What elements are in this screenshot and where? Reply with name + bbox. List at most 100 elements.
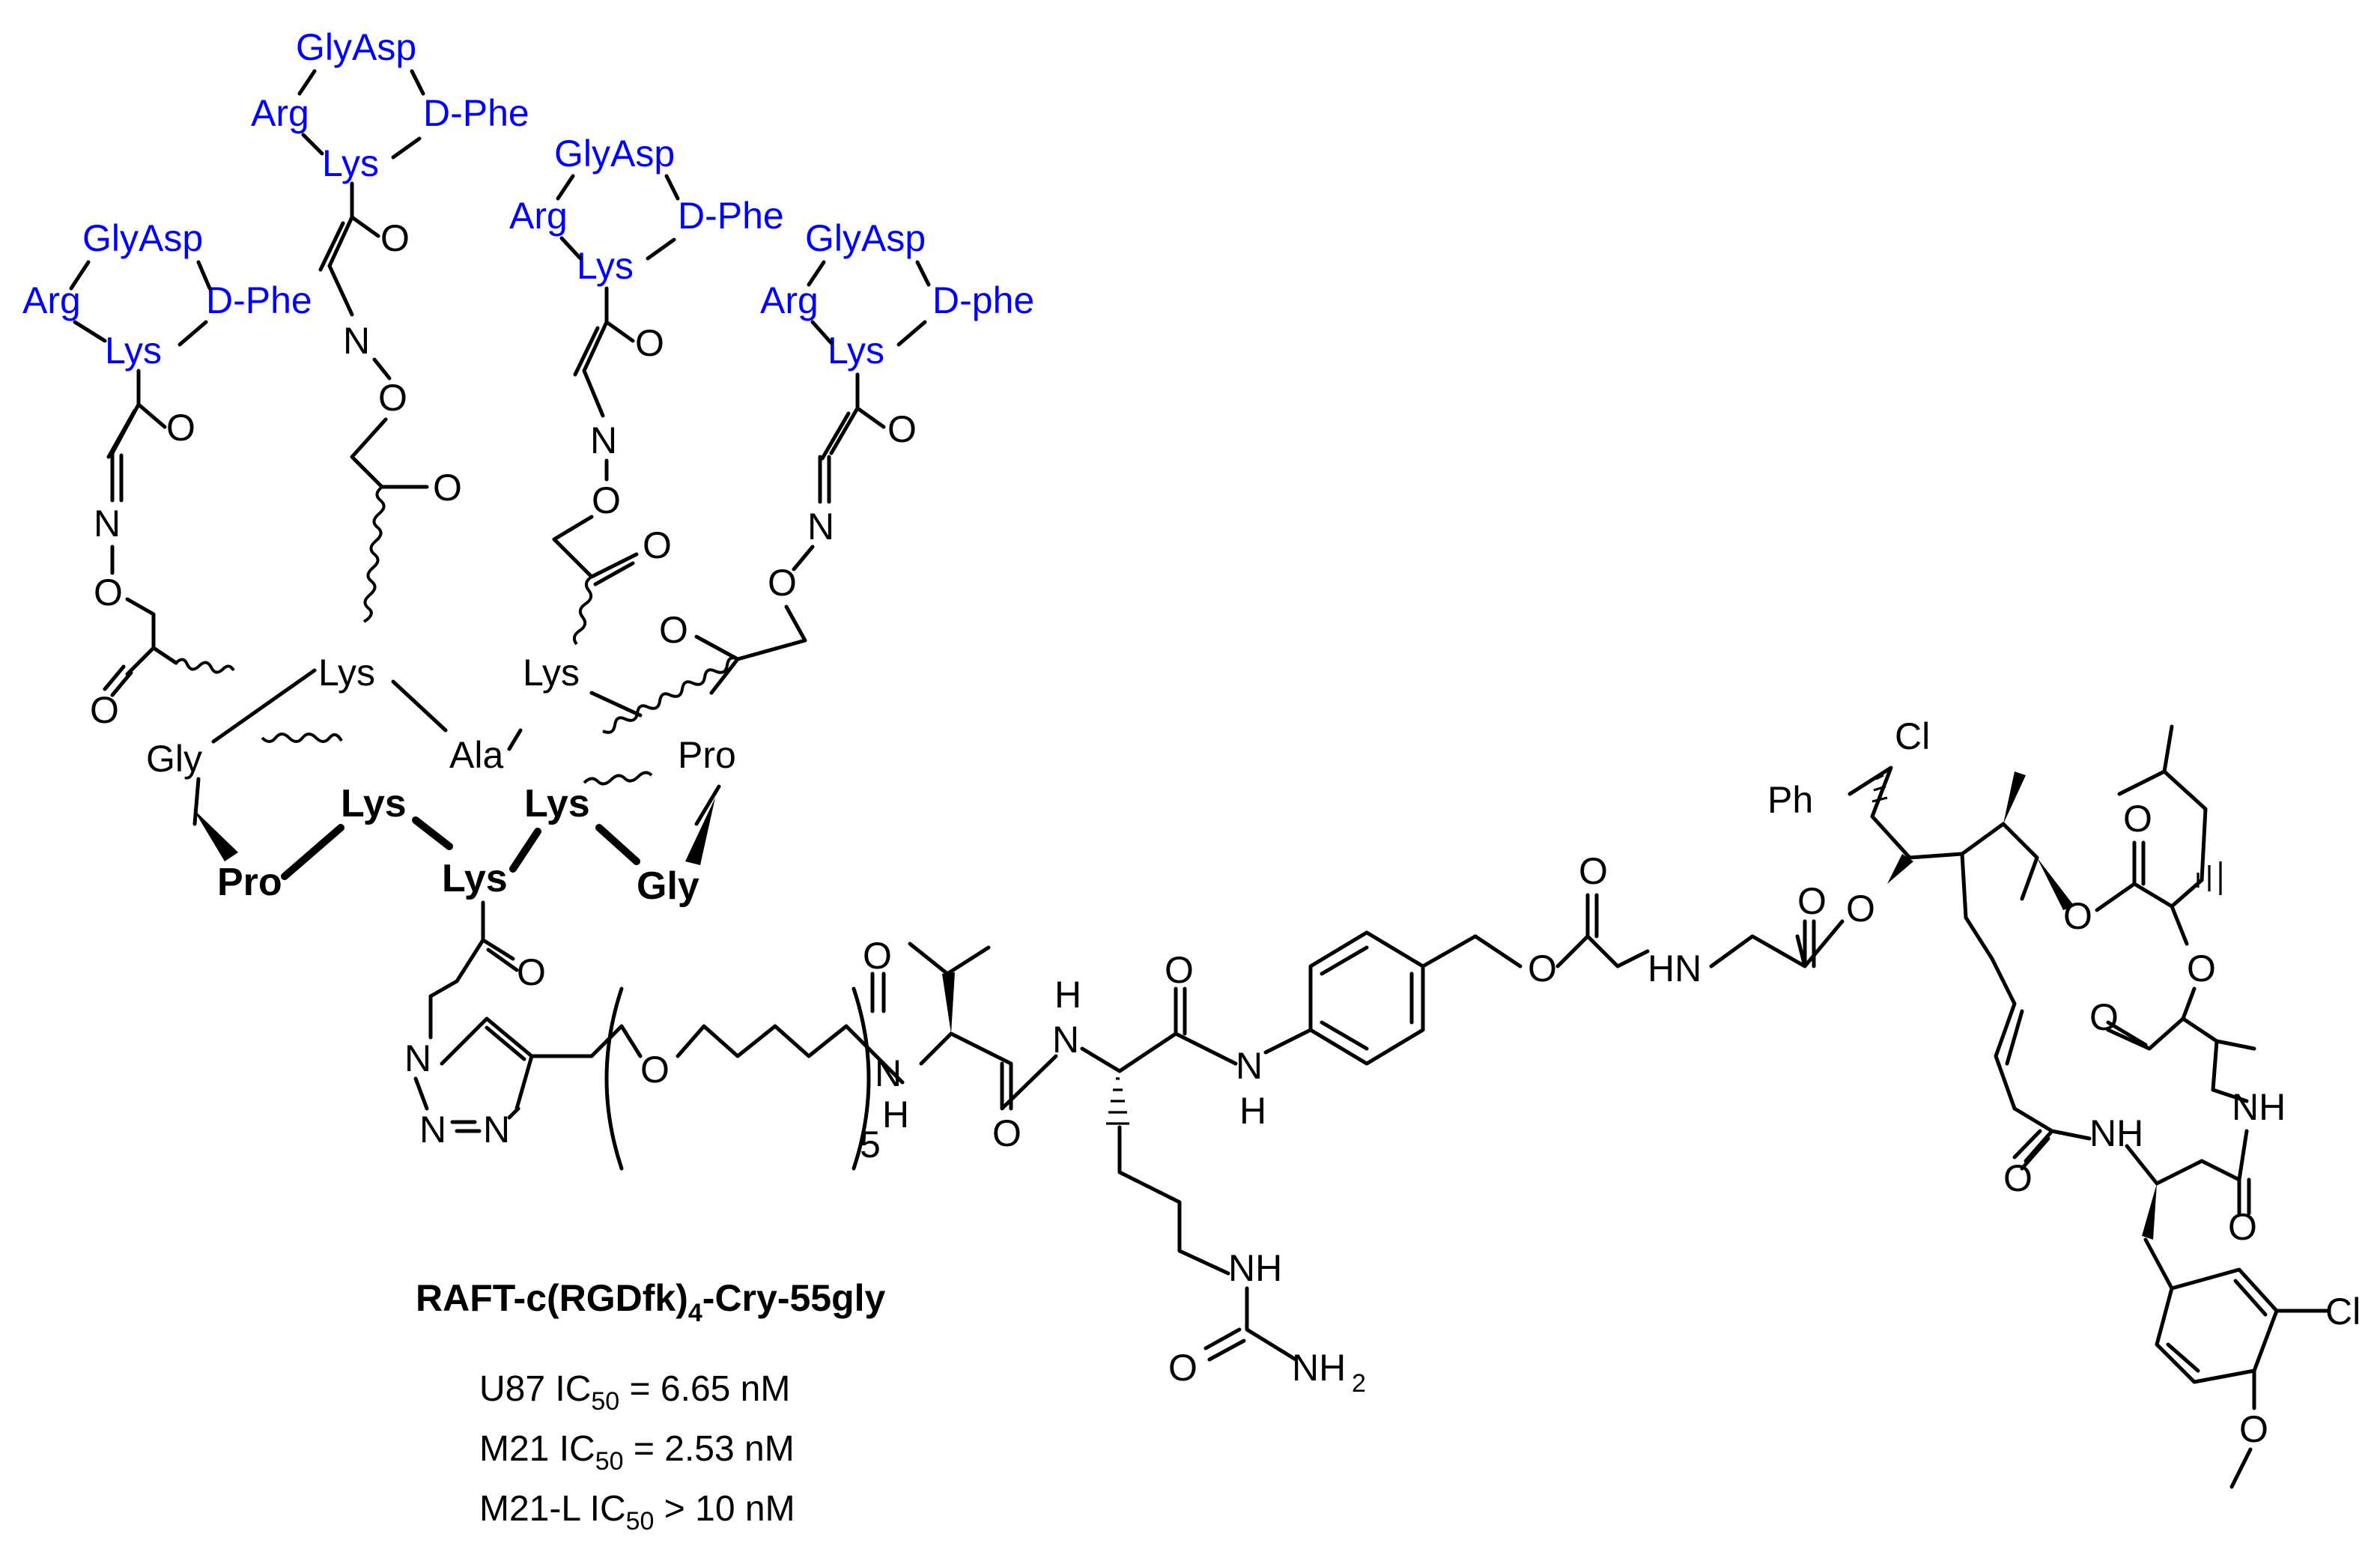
carbonyl-o: O (635, 322, 664, 364)
imine-n: N (807, 506, 834, 548)
enoate-chain-bonds (1960, 852, 2092, 1171)
arg-label: Arg (509, 195, 568, 237)
macro-nh-left: NH (2089, 1112, 2143, 1154)
scaffold-lys-bold-1: Lys (341, 782, 407, 825)
peptide-ring-bonds (297, 69, 425, 160)
cit-h: H (1054, 974, 1081, 1016)
cit-backbone-bonds (1080, 986, 1238, 1073)
leucic-ester-bonds (2095, 840, 2204, 946)
peptide-ring-bonds (807, 260, 931, 347)
repeat-count: 5 (860, 1124, 881, 1165)
tyr-wedge (2142, 1183, 2157, 1240)
carbamate-hn: HN (1648, 948, 1701, 989)
lys-label: Lys (322, 142, 379, 184)
peptide-ring-bonds (556, 174, 680, 261)
cl-hash (1871, 774, 1888, 803)
wavy-bond-2 (362, 485, 386, 623)
carbonyl-o: O (380, 217, 410, 259)
repeat-bracket-left (604, 986, 624, 1171)
ic50-u87: U87 IC50 = 6.65 nM (479, 1369, 790, 1416)
val-cit-pabc-linker: O N H O H N O NH O NH 2 N H O O HN (844, 850, 1701, 1398)
carbonyl-o-2: O (643, 524, 672, 566)
scaffold-pro-bold: Pro (217, 861, 282, 904)
scaffold-ala: Ala (449, 734, 503, 776)
isobutyl-bonds (2117, 724, 2208, 882)
carbonyl-o-2: O (659, 609, 688, 651)
phenyl-label: Ph (1767, 779, 1813, 821)
imine-bond (110, 451, 124, 503)
scaffold-lys-top-left: Lys (318, 652, 375, 694)
bold-bond-4 (595, 824, 640, 865)
imine-bond (327, 264, 354, 317)
carbonyl-o: O (166, 407, 195, 449)
enoate-carbonyl-o: O (2003, 1157, 2033, 1199)
dphe-label: D-Phe (423, 92, 529, 134)
anilide-h: H (1239, 1090, 1266, 1132)
ic50-m21-l: M21-L IC50 > 10 nM (479, 1489, 795, 1536)
isopropyl-bonds (908, 942, 991, 976)
ether-o: O (768, 562, 797, 604)
bold-bond-2 (412, 816, 453, 850)
rgd-peptide-3: GlyAsp Arg D-Phe Lys O N O O (509, 133, 784, 646)
carbonyl-o: O (887, 408, 917, 450)
ester-bonds (125, 597, 178, 676)
methyl-wedge (2003, 772, 2026, 824)
gly-carbonyl-o: O (1797, 880, 1827, 922)
macro-nh-right: NH (2232, 1086, 2286, 1128)
urea-nh2-sub: 2 (1352, 1369, 1366, 1398)
lys-label: Lys (105, 330, 162, 372)
val-backbone-bonds (919, 1031, 1058, 1111)
scaffold-bonds (192, 668, 721, 826)
arg-label: Arg (251, 92, 309, 134)
cryptophycin-macrocycle: O O Ph Cl O O O O NH O NH Cl O O (1709, 715, 2361, 1489)
ester-wedge-2 (2037, 858, 2074, 910)
triazole-ring: N N N (404, 1016, 594, 1151)
amide-1-h: H (882, 1094, 909, 1136)
no-bond (372, 357, 392, 381)
cit-n: N (1052, 1019, 1079, 1061)
scaffold-lys-bold-2: Lys (524, 782, 590, 825)
scaffold-gly-left: Gly (146, 738, 202, 780)
dimethyl-carbonyl-o: O (2089, 996, 2119, 1038)
wavy-bond-3 (572, 575, 593, 646)
co-double (103, 664, 133, 697)
wedge-gly-pro (193, 809, 238, 861)
peg-repeat-unit: O 5 (589, 986, 881, 1171)
triazole-bonds (413, 1016, 594, 1133)
imine-bond (818, 455, 831, 504)
scaffold-pro-right: Pro (678, 734, 736, 776)
methoxy-bond (2229, 1447, 2253, 1489)
ether-o: O (378, 377, 407, 419)
glyasp-label: GlyAsp (296, 26, 416, 68)
linker-bonds (318, 181, 380, 272)
wavy-bond-scaffold-1 (261, 733, 343, 743)
cit-carbonyl-o: O (1165, 949, 1194, 991)
amide-right-o: O (2228, 1206, 2257, 1248)
anilide-n: N (1236, 1045, 1263, 1087)
wedge-pro-gly (685, 798, 715, 865)
chloro-label: Cl (1895, 715, 1930, 757)
triazole-n2: N (419, 1109, 446, 1151)
imine-n: N (343, 320, 370, 362)
linker-bonds (106, 369, 167, 459)
amide-1-o: O (863, 935, 892, 977)
macro-ester-o: O (2063, 895, 2092, 937)
rgd-peptide-4: GlyAsp Arg D-phe Lys O N O O (602, 217, 1034, 734)
chain-bonds (1848, 766, 2039, 901)
urea-o: O (1168, 1347, 1197, 1389)
ether-o: O (94, 572, 123, 613)
wavy-bond-4 (602, 656, 738, 734)
peptide-ring-bonds (69, 260, 212, 347)
leucic-carbonyl-o: O (2123, 798, 2152, 840)
no-bond (792, 545, 815, 572)
imine-n: N (94, 503, 121, 545)
carbonyl-o-2: O (433, 467, 462, 509)
carbonyl-o-2: O (90, 689, 119, 731)
peg-chain-bonds (589, 1024, 849, 1058)
ether-o: O (592, 479, 621, 521)
scaffold-lys-top-right: Lys (523, 652, 580, 694)
ester-o-3: O (2187, 948, 2216, 989)
aryl-ring-bonds (2143, 1237, 2279, 1384)
val-wedge (942, 972, 955, 1034)
